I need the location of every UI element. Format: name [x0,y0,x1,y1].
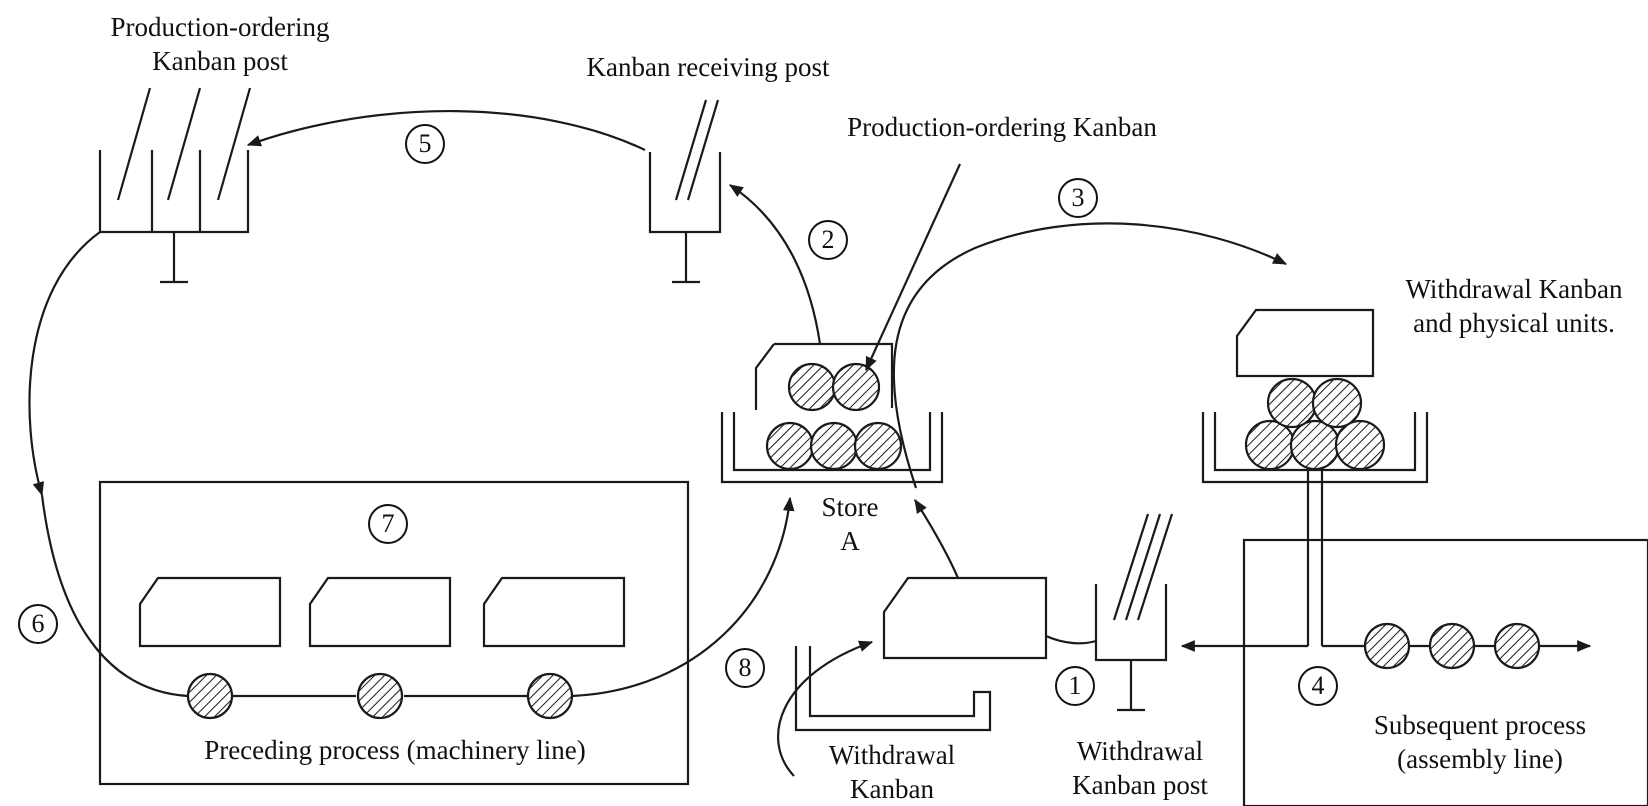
kanban-receiving-post-label: Kanban receiving post [586,52,830,82]
withdrawal-units-container [1201,308,1429,484]
withdrawal-kanban-units-title: Withdrawal Kanban and physical units. [1380,272,1648,340]
step-6-marker: 6 [18,604,58,644]
withdrawal-kanban-post-line1: Withdrawal [1076,736,1204,766]
preceding-process-label: Preceding process (machinery line) [204,735,586,765]
step-4-marker: 4 [1298,666,1338,706]
store-a-line2: A [840,526,860,556]
step-1-marker: 1 [1055,666,1095,706]
kanban-receiving-post [648,99,722,284]
withdrawal-kanban-post-label: Withdrawal Kanban post [1040,734,1240,802]
step-5-marker: 5 [405,124,445,164]
withdrawal-kanban-units-line1: Withdrawal Kanban [1405,274,1623,304]
withdrawal-kanban-line1: Withdrawal [828,740,956,770]
step-7-marker: 7 [368,504,408,544]
subsequent-process-line1: Subsequent process [1373,710,1587,740]
step-3-marker: 3 [1058,178,1098,218]
production-ordering-kanban-post [98,87,252,284]
flow-arrows [28,109,1288,777]
preceding-process-box [98,480,690,786]
withdrawal-kanban-label: Withdrawal Kanban [812,738,972,806]
step-2-marker: 2 [808,220,848,260]
subsequent-process-label: Subsequent process (assembly line) [1340,708,1620,776]
store-a-label: Store A [790,490,910,558]
withdrawal-kanban-post [1094,513,1174,712]
withdrawal-kanban-units-line2: and physical units. [1413,308,1615,338]
store-a-line1: Store [821,492,879,522]
withdrawal-kanban-post-line2: Kanban post [1072,770,1208,800]
withdrawal-kanban-line2: Kanban [850,774,934,804]
feed-pipe [1306,470,1324,646]
production-ordering-post-line2: Kanban post [152,46,288,76]
production-ordering-post-line1: Production-ordering [110,12,330,42]
production-ordering-post-title: Production-ordering Kanban post [70,10,370,78]
store-a [720,342,944,484]
withdrawal-kanban-card [794,576,1048,732]
production-ordering-kanban-label: Production-ordering Kanban [847,112,1157,142]
step-8-marker: 8 [725,648,765,688]
subsequent-process-line2: (assembly line) [1397,744,1563,774]
subsequent-process-box [1180,538,1648,806]
